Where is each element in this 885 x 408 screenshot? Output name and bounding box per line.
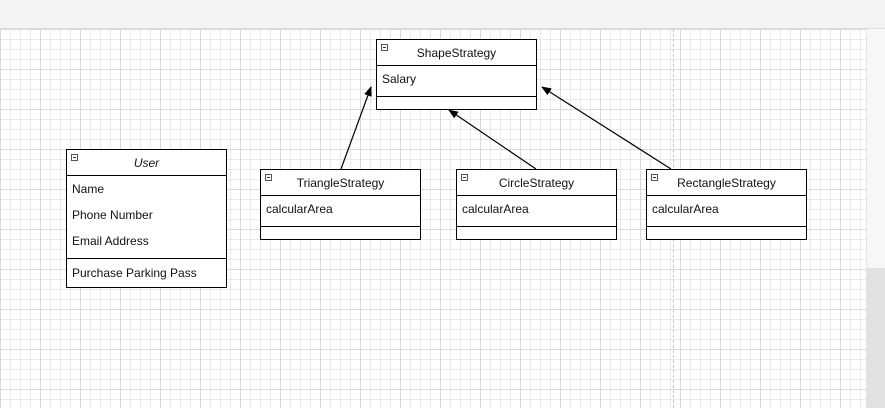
methods-compartment[interactable]: [647, 227, 806, 239]
class-name: TriangleStrategy: [296, 175, 385, 190]
methods-compartment[interactable]: [457, 227, 616, 239]
scrollbar-thumb[interactable]: [866, 268, 885, 408]
class-triangle-strategy[interactable]: TriangleStrategy calcularArea: [260, 169, 421, 240]
collapse-icon[interactable]: [461, 174, 468, 181]
class-attribute[interactable]: calcularArea: [462, 202, 529, 216]
class-header[interactable]: ShapeStrategy: [377, 40, 536, 66]
methods-compartment[interactable]: [261, 227, 420, 239]
compartment-divider: [67, 258, 226, 259]
class-attribute[interactable]: Name: [72, 182, 105, 196]
collapse-icon[interactable]: [71, 154, 78, 161]
collapse-icon[interactable]: [265, 174, 272, 181]
collapse-icon[interactable]: [381, 44, 388, 51]
class-circle-strategy[interactable]: CircleStrategy calcularArea: [456, 169, 617, 240]
class-method[interactable]: Purchase Parking Pass: [72, 266, 197, 280]
class-user[interactable]: User Name Phone Number Email Address Pur…: [66, 149, 227, 288]
class-attribute[interactable]: Phone Number: [72, 208, 153, 222]
compartment-divider: [457, 226, 616, 227]
class-header[interactable]: RectangleStrategy: [647, 170, 806, 196]
compartment-divider: [647, 226, 806, 227]
class-rectangle-strategy[interactable]: RectangleStrategy calcularArea: [646, 169, 807, 240]
class-name: ShapeStrategy: [416, 45, 497, 60]
methods-compartment[interactable]: [377, 97, 536, 109]
collapse-icon[interactable]: [651, 174, 658, 181]
class-shape-strategy[interactable]: ShapeStrategy Salary: [376, 39, 537, 110]
class-name: User: [133, 155, 160, 170]
class-attribute[interactable]: Email Address: [72, 234, 149, 248]
class-attribute[interactable]: calcularArea: [266, 202, 333, 216]
class-header[interactable]: TriangleStrategy: [261, 170, 420, 196]
class-header[interactable]: CircleStrategy: [457, 170, 616, 196]
editor-toolbar-strip: [0, 0, 885, 29]
class-attribute[interactable]: calcularArea: [652, 202, 719, 216]
class-name: CircleStrategy: [498, 175, 575, 190]
class-attribute[interactable]: Salary: [382, 72, 417, 86]
class-name: RectangleStrategy: [677, 175, 776, 190]
compartment-divider: [261, 226, 420, 227]
compartment-divider: [377, 96, 536, 97]
class-header[interactable]: User: [67, 150, 226, 176]
